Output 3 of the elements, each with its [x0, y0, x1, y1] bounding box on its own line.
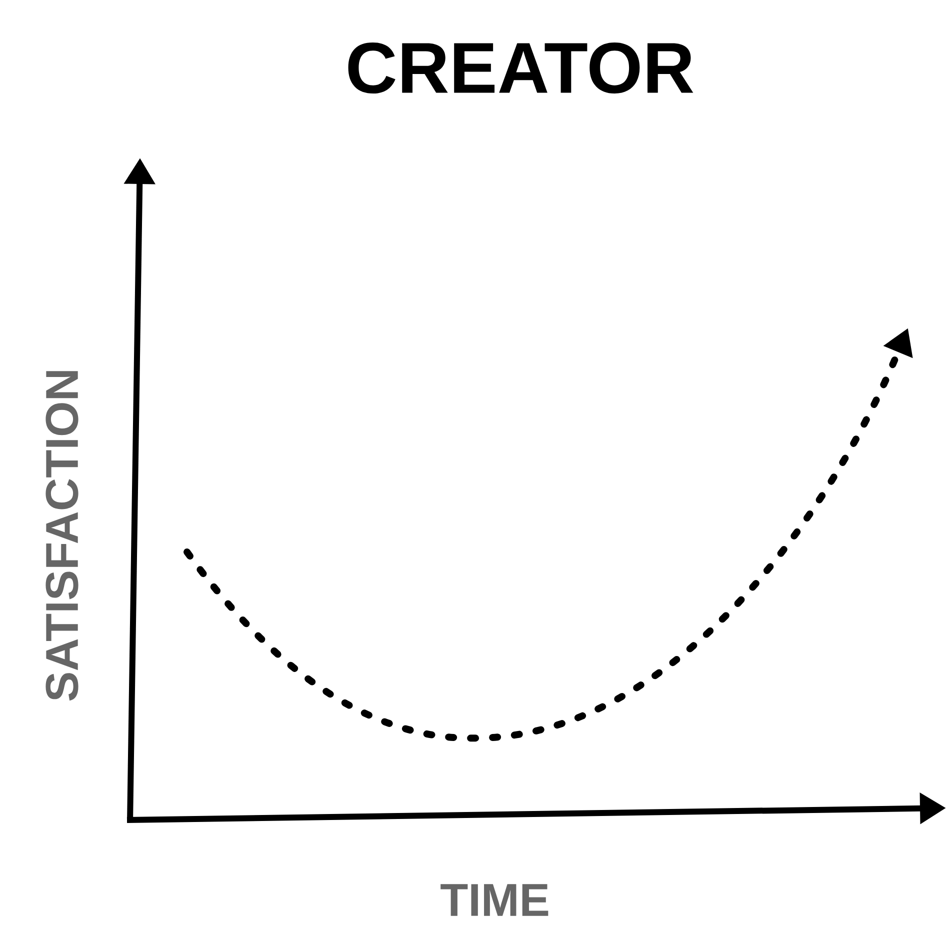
- y-axis-label: SATISFACTION: [46, 371, 78, 701]
- x-axis-label: TIME: [440, 884, 548, 916]
- chart-title: CREATOR: [348, 42, 694, 94]
